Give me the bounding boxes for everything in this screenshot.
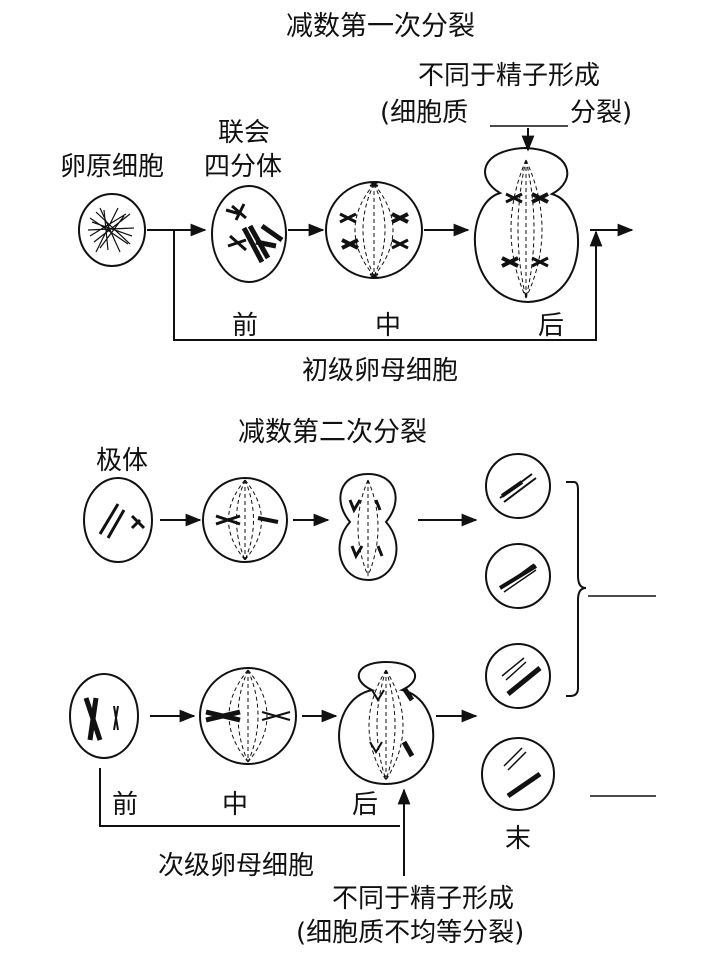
meiosis1-note-line1: 不同于精子形成 [418, 61, 601, 91]
synapsis-label: 联会 [218, 118, 271, 148]
m1-stage-metaphase: 中 [375, 311, 402, 341]
oogonium-cell [78, 193, 146, 267]
secondary-oocyte-metaphase-cell [199, 667, 297, 765]
polar-body-anaphase-cell [338, 472, 398, 582]
m2-stage-anaphase: 后 [352, 790, 379, 820]
polar-body-metaphase-cell [202, 477, 288, 563]
telophase-polar-body-3 [485, 643, 551, 709]
m1-stage-anaphase: 后 [538, 311, 565, 341]
m2-stage-metaphase: 中 [222, 790, 249, 820]
meiosis2-note-line1: 不同于精子形成 [332, 884, 515, 914]
meiosis1-note-line2-left: (细胞质 [380, 98, 469, 128]
secondary-oocyte-anaphase-cell [338, 660, 435, 786]
m2-stage-telophase: 末 [505, 824, 532, 854]
polar-body-label: 极体 [96, 446, 149, 476]
anaphase1-cell [474, 146, 579, 304]
secondary-oocyte-prophase-cell [69, 673, 139, 759]
primary-oocyte-bracket [173, 230, 597, 341]
primary-oocyte-label: 初级卵母细胞 [302, 356, 459, 386]
polar-bodies-brace [566, 481, 587, 697]
meiosis1-note-line2-right: 分裂) [570, 98, 633, 128]
oogonium-label: 卵原细胞 [60, 152, 165, 182]
m2-stage-prophase: 前 [112, 790, 139, 820]
meiosis1-title: 减数第一次分裂 [286, 11, 475, 42]
telophase-polar-body-2 [485, 543, 551, 609]
polar-body-prophase-cell [83, 477, 153, 563]
tetrad-cell [211, 185, 287, 283]
metaphase1-cell [325, 181, 423, 279]
secondary-oocyte-bracket [99, 768, 400, 827]
m1-stage-prophase: 前 [232, 311, 259, 341]
telophase-polar-body-1 [485, 453, 551, 519]
secondary-oocyte-label: 次级卵母细胞 [158, 851, 315, 881]
telophase-egg-cell [481, 737, 555, 811]
meiosis2-title: 减数第二次分裂 [238, 417, 427, 448]
tetrad-label: 四分体 [204, 152, 283, 182]
meiosis2-note-line2: (细胞质不均等分裂) [296, 918, 525, 948]
